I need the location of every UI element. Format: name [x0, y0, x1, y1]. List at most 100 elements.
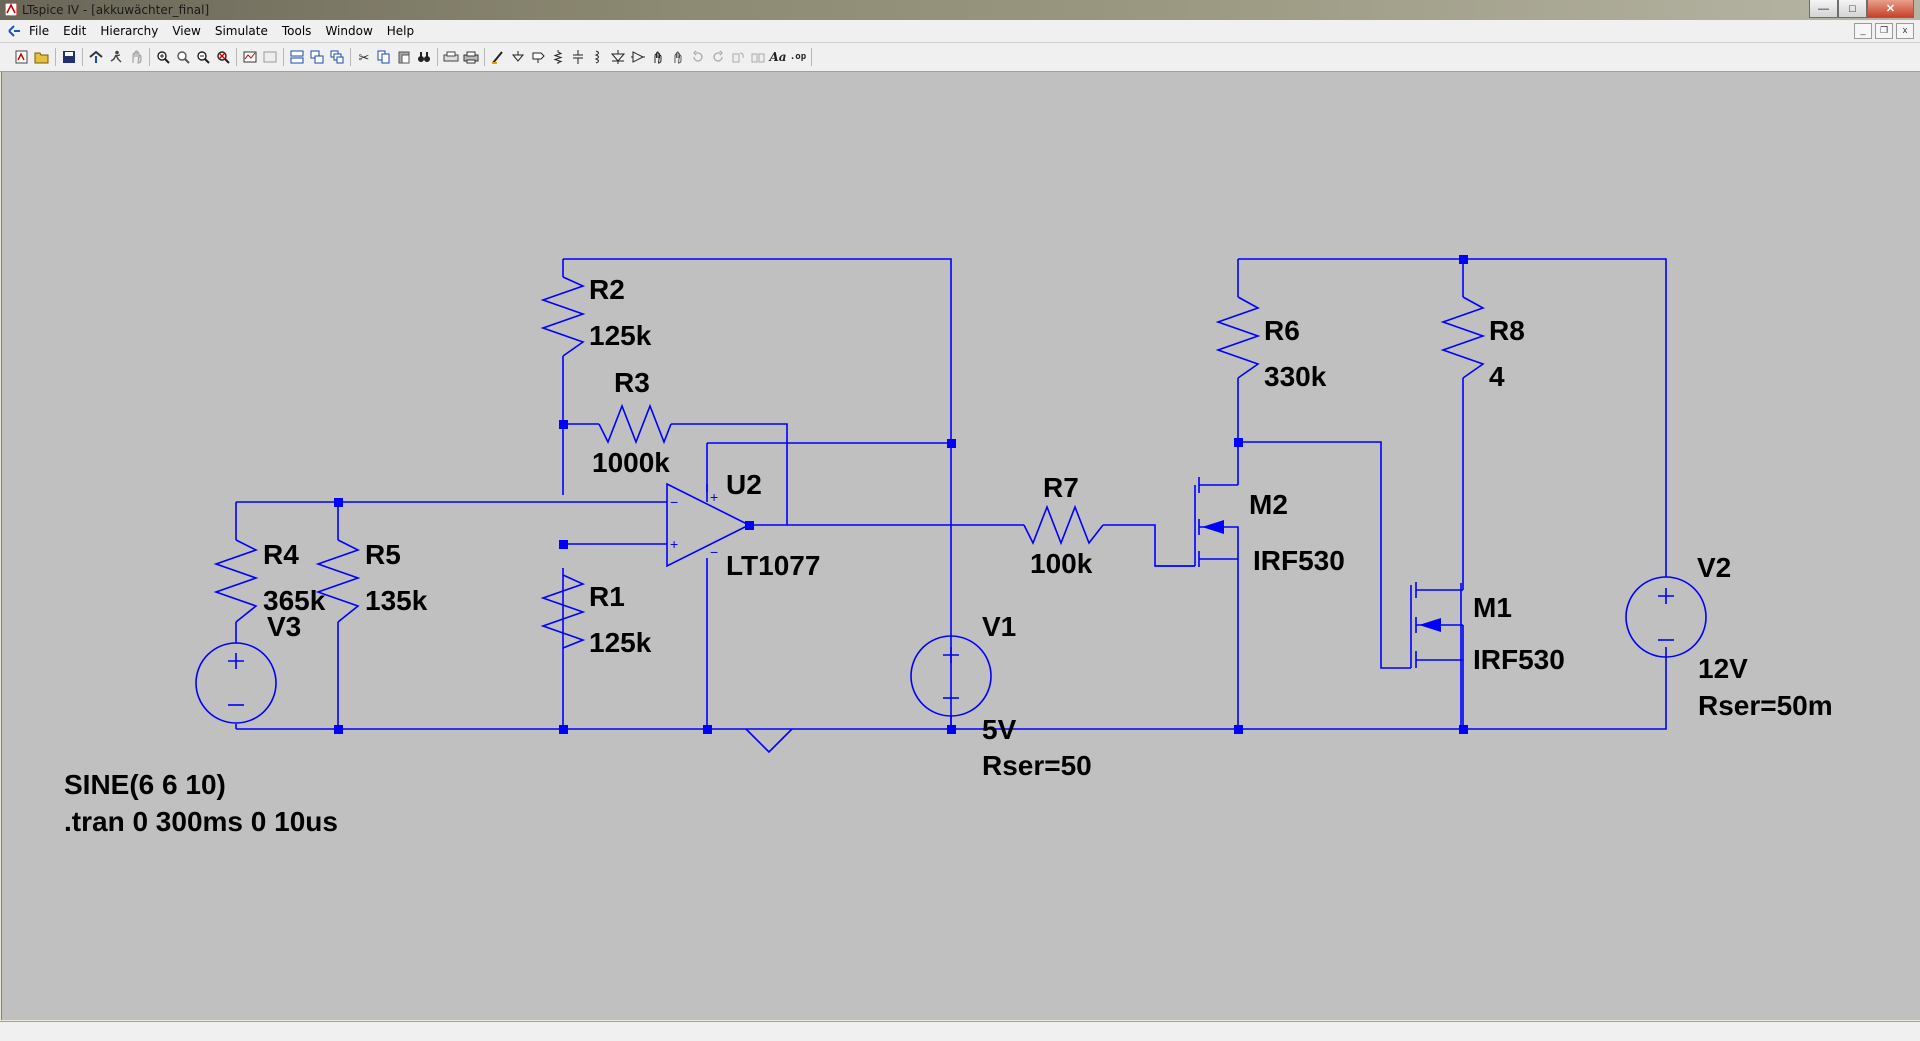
close-button[interactable]: ✕ — [1867, 0, 1914, 18]
resistor-r4 — [213, 539, 259, 623]
mosfet-m2 — [1155, 477, 1239, 567]
mirror-icon[interactable] — [748, 47, 768, 67]
minimize-button[interactable]: — — [1809, 0, 1838, 18]
r1-value: 125k — [589, 627, 652, 658]
undo-icon[interactable] — [688, 47, 708, 67]
v3-value: SINE(6 6 10) — [64, 769, 226, 800]
opamp-plus-input: + — [670, 536, 678, 552]
window-title: LTspice IV - [akkuwächter_final] — [22, 3, 210, 17]
r2-name: R2 — [589, 274, 625, 305]
menu-simulate[interactable]: Simulate — [214, 24, 268, 38]
opamp-plus-pin: + — [710, 489, 718, 505]
r8-name: R8 — [1489, 315, 1525, 346]
opamp-u2 — [666, 482, 751, 568]
cut-icon[interactable]: ✂ — [358, 49, 370, 65]
text-icon[interactable]: Aa — [769, 50, 787, 64]
junctions — [334, 255, 1468, 734]
spice-directive-icon[interactable]: .op — [789, 51, 807, 62]
inductor-icon[interactable] — [588, 47, 608, 67]
voltage-sources — [195, 576, 1707, 729]
v2-name: V2 — [1697, 552, 1731, 583]
r6-name: R6 — [1264, 315, 1300, 346]
print-setup-icon[interactable] — [441, 47, 461, 67]
v1-param: Rser=50 — [982, 750, 1092, 781]
ground-icon[interactable] — [508, 47, 528, 67]
component-icon[interactable] — [628, 47, 648, 67]
diode-icon[interactable] — [608, 47, 628, 67]
u2-name: U2 — [726, 469, 762, 500]
zoom-back-icon[interactable] — [260, 47, 280, 67]
mosfet-m1-arrow — [1419, 618, 1441, 632]
opamp-minus-pin: − — [710, 544, 718, 560]
move-icon[interactable] — [648, 47, 668, 67]
autorange-icon[interactable] — [240, 47, 260, 67]
save-icon[interactable] — [59, 47, 79, 67]
copy-icon[interactable] — [374, 47, 394, 67]
opamp-minus-input: − — [670, 494, 678, 510]
run-icon[interactable] — [106, 47, 126, 67]
menu-edit[interactable]: Edit — [63, 24, 87, 38]
doc-restore-button[interactable]: ❐ — [1875, 23, 1893, 39]
wire-icon[interactable] — [488, 47, 508, 67]
v1-name: V1 — [982, 611, 1016, 642]
print-icon[interactable] — [461, 47, 481, 67]
v2-param: Rser=50m — [1698, 690, 1833, 721]
resistor-r7 — [1023, 504, 1104, 546]
r3-value: 1000k — [592, 447, 670, 478]
title-bar: LTspice IV - [akkuwächter_final] — □ ✕ — [0, 0, 1920, 20]
r5-name: R5 — [365, 539, 401, 570]
drag-icon[interactable] — [668, 47, 688, 67]
resistor-r2 — [540, 276, 586, 357]
resistor-r3 — [598, 403, 672, 445]
menu-file[interactable]: File — [29, 24, 50, 38]
v2-value: 12V — [1698, 653, 1748, 684]
document-window-controls: _ ❐ x — [1851, 23, 1914, 39]
menu-hierarchy[interactable]: Hierarchy — [100, 24, 159, 38]
new-schematic-icon[interactable] — [12, 47, 32, 67]
tile-vertical-icon[interactable] — [307, 47, 327, 67]
r1-name: R1 — [589, 581, 625, 612]
wire — [563, 258, 952, 730]
menu-help[interactable]: Help — [386, 24, 415, 38]
wires — [235, 258, 1667, 754]
control-panel-icon[interactable] — [86, 47, 106, 67]
find-icon[interactable] — [414, 47, 434, 67]
schematic-drawing: + + − − — [64, 255, 1833, 837]
m1-value: IRF530 — [1473, 644, 1565, 675]
rotate-icon[interactable] — [728, 47, 748, 67]
r7-value: 100k — [1030, 548, 1093, 579]
open-icon[interactable] — [32, 47, 52, 67]
halt-icon[interactable] — [126, 47, 146, 67]
menu-tools[interactable]: Tools — [281, 24, 312, 38]
resistor-r5 — [315, 539, 361, 623]
resistor-icon[interactable] — [548, 47, 568, 67]
toolbar: ✂ Aa .op — [0, 43, 1920, 72]
doc-close-button[interactable]: x — [1896, 23, 1914, 39]
redo-icon[interactable] — [708, 47, 728, 67]
r8-value: 4 — [1489, 361, 1505, 392]
schematic-canvas[interactable]: + + − − — [1, 72, 1920, 1020]
paste-icon[interactable] — [394, 47, 414, 67]
maximize-button[interactable]: □ — [1838, 0, 1867, 18]
tile-horizontal-icon[interactable] — [287, 47, 307, 67]
m2-value: IRF530 — [1253, 545, 1345, 576]
status-bar — [0, 1021, 1920, 1041]
m2-name: M2 — [1249, 489, 1288, 520]
zoom-in-icon[interactable] — [153, 47, 173, 67]
doc-minimize-button[interactable]: _ — [1854, 23, 1872, 39]
mosfet-m2-arrow — [1202, 520, 1224, 534]
menu-window[interactable]: Window — [325, 24, 373, 38]
zoom-pan-icon[interactable] — [173, 47, 193, 67]
window-controls: — □ ✕ — [1809, 0, 1914, 18]
resistor-r1 — [540, 574, 586, 649]
zoom-out-icon[interactable] — [193, 47, 213, 67]
resistors — [213, 276, 1486, 649]
cascade-icon[interactable] — [327, 47, 347, 67]
capacitor-icon[interactable] — [568, 47, 588, 67]
m1-name: M1 — [1473, 592, 1512, 623]
zoom-fit-icon[interactable] — [213, 47, 233, 67]
label-icon[interactable] — [528, 47, 548, 67]
menu-view[interactable]: View — [172, 24, 201, 38]
schematic-doc-icon[interactable] — [6, 23, 22, 39]
r3-name: R3 — [614, 367, 650, 398]
